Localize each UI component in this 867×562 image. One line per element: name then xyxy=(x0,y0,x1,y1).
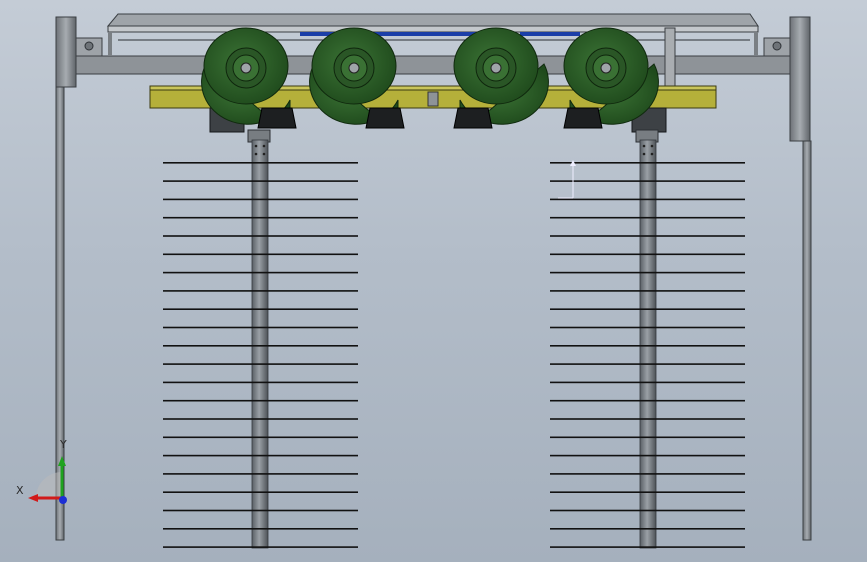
fan-3 xyxy=(453,27,549,129)
plate xyxy=(163,271,358,274)
plate xyxy=(550,454,745,457)
plate xyxy=(163,436,358,439)
axis-triad: X Y xyxy=(14,438,84,512)
plate xyxy=(163,363,358,365)
plate xyxy=(550,198,745,201)
plate xyxy=(550,162,745,164)
plate xyxy=(163,399,358,402)
plate xyxy=(550,235,745,237)
axis-label-y: Y xyxy=(60,438,67,451)
triad-graphic xyxy=(28,456,67,504)
left-column xyxy=(247,129,271,549)
plate xyxy=(163,491,358,493)
plate xyxy=(163,290,358,292)
plate xyxy=(163,418,358,420)
plate xyxy=(163,454,358,457)
plate xyxy=(163,198,358,201)
plate xyxy=(550,509,745,512)
plate xyxy=(550,308,745,310)
plate xyxy=(550,491,745,493)
plate xyxy=(163,235,358,237)
plate xyxy=(163,253,358,256)
plate xyxy=(163,509,358,512)
plate xyxy=(550,253,745,256)
plate xyxy=(163,381,358,384)
plate xyxy=(163,528,358,530)
plate xyxy=(550,180,745,182)
plate xyxy=(163,162,358,164)
plate xyxy=(550,528,745,530)
fan-2 xyxy=(309,27,405,129)
plate xyxy=(550,418,745,420)
blower-fans xyxy=(201,27,659,129)
plate xyxy=(550,290,745,292)
plate xyxy=(163,473,358,475)
local-axis-marker xyxy=(558,160,576,199)
right-plate-stack xyxy=(550,162,745,548)
plate xyxy=(550,473,745,475)
plate xyxy=(163,546,358,548)
plate xyxy=(550,381,745,384)
plate xyxy=(550,363,745,365)
plate xyxy=(550,271,745,274)
plate xyxy=(550,436,745,439)
top-beam xyxy=(75,13,791,89)
plate xyxy=(163,180,358,182)
right-frame-post xyxy=(757,16,812,541)
fan-4 xyxy=(563,27,659,129)
plate xyxy=(550,399,745,402)
axis-label-x: X xyxy=(16,484,24,497)
plate xyxy=(550,326,745,329)
plate xyxy=(550,546,745,548)
plate xyxy=(550,345,745,347)
right-column xyxy=(635,129,659,549)
fan-1 xyxy=(201,27,297,129)
plate xyxy=(163,308,358,310)
plate xyxy=(163,345,358,347)
plate xyxy=(163,326,358,329)
plate xyxy=(163,216,358,219)
left-plate-stack xyxy=(163,162,358,548)
plate xyxy=(550,216,745,219)
